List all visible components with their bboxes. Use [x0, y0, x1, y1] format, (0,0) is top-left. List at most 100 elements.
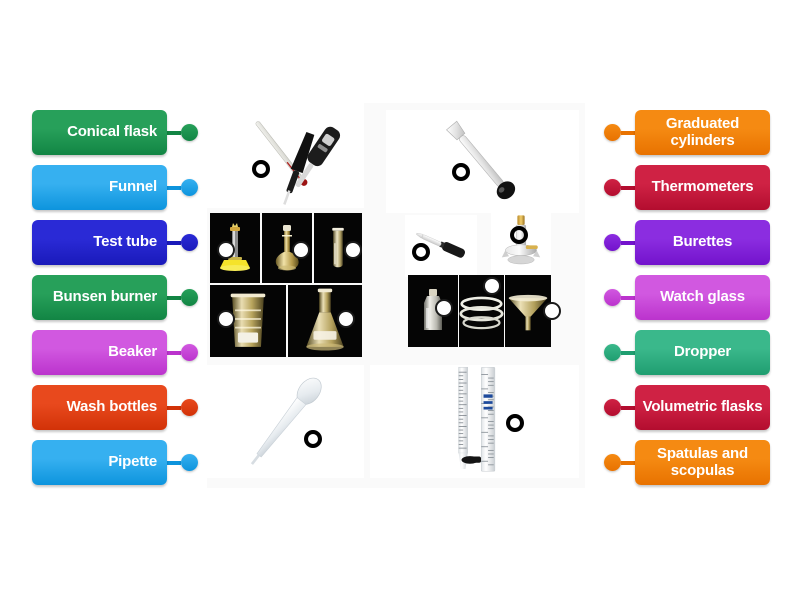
label-row-pipette[interactable]: Pipette: [32, 440, 198, 485]
marker-spatula[interactable]: [452, 163, 470, 181]
marker-test-tube[interactable]: [344, 241, 362, 259]
connector-knob-icon[interactable]: [181, 289, 198, 306]
label-row-dropper[interactable]: Dropper: [604, 330, 770, 375]
label-chip-test-tube[interactable]: Test tube: [32, 220, 167, 265]
connector-stem: [167, 350, 181, 355]
connector-stem: [621, 350, 635, 355]
connector-knob-icon[interactable]: [604, 399, 621, 416]
connector-funnel[interactable]: [167, 179, 198, 197]
label-chip-funnel[interactable]: Funnel: [32, 165, 167, 210]
label-chip-burettes[interactable]: Burettes: [635, 220, 770, 265]
connector-burettes[interactable]: [604, 234, 635, 252]
marker-thermometers[interactable]: [252, 160, 270, 178]
marker-conical-flask[interactable]: [337, 310, 355, 328]
label-text: Wash bottles: [66, 398, 158, 416]
label-text: Funnel: [109, 178, 157, 196]
label-row-burettes[interactable]: Burettes: [604, 220, 770, 265]
thermometers-photo: [207, 103, 364, 208]
connector-knob-icon[interactable]: [181, 234, 198, 251]
label-row-bunsen-burner[interactable]: Bunsen burner: [32, 275, 198, 320]
marker-bunsen-burner[interactable]: [217, 241, 235, 259]
label-row-volumetric-flasks[interactable]: Volumetric flasks: [604, 385, 770, 430]
connector-stem: [621, 295, 635, 300]
connector-graduated-cylinders[interactable]: [604, 124, 635, 142]
label-text: Conical flask: [67, 123, 157, 141]
label-chip-spatulas-and-scopulas[interactable]: Spatulas and scopulas: [635, 440, 770, 485]
marker-dropper[interactable]: [412, 243, 430, 261]
label-row-graduated-cylinders[interactable]: Graduated cylinders: [604, 110, 770, 155]
label-row-funnel[interactable]: Funnel: [32, 165, 198, 210]
label-row-test-tube[interactable]: Test tube: [32, 220, 198, 265]
wash-bottle-photo: [408, 275, 458, 347]
connector-stem: [621, 405, 635, 410]
label-chip-wash-bottles[interactable]: Wash bottles: [32, 385, 167, 430]
marker-burette[interactable]: [506, 414, 524, 432]
label-chip-conical-flask[interactable]: Conical flask: [32, 110, 167, 155]
connector-watch-glass[interactable]: [604, 289, 635, 307]
connector-stem: [621, 460, 635, 465]
label-row-wash-bottles[interactable]: Wash bottles: [32, 385, 198, 430]
label-row-watch-glass[interactable]: Watch glass: [604, 275, 770, 320]
connector-beaker[interactable]: [167, 344, 198, 362]
label-row-beaker[interactable]: Beaker: [32, 330, 198, 375]
label-row-spatulas-and-scopulas[interactable]: Spatulas and scopulas: [604, 440, 770, 485]
label-chip-pipette[interactable]: Pipette: [32, 440, 167, 485]
connector-knob-icon[interactable]: [181, 124, 198, 141]
label-text: Graduated cylinders: [665, 115, 740, 149]
label-text: Bunsen burner: [52, 288, 157, 306]
label-chip-volumetric-flasks[interactable]: Volumetric flasks: [635, 385, 770, 430]
label-chip-beaker[interactable]: Beaker: [32, 330, 167, 375]
connector-knob-icon[interactable]: [604, 454, 621, 471]
connector-thermometers[interactable]: [604, 179, 635, 197]
label-chip-thermometers[interactable]: Thermometers: [635, 165, 770, 210]
connector-stem: [167, 130, 181, 135]
connector-stem: [621, 130, 635, 135]
connector-stem: [621, 185, 635, 190]
connector-knob-icon[interactable]: [181, 454, 198, 471]
diagram-image-panel: [207, 103, 585, 488]
connector-knob-icon[interactable]: [604, 234, 621, 251]
label-text: Burettes: [672, 233, 733, 251]
connector-stem: [167, 295, 181, 300]
marker-pipette[interactable]: [304, 430, 322, 448]
label-row-thermometers[interactable]: Thermometers: [604, 165, 770, 210]
connector-knob-icon[interactable]: [604, 179, 621, 196]
connector-wash-bottles[interactable]: [167, 399, 198, 417]
marker-burner-head[interactable]: [510, 226, 528, 244]
spatula-photo: [386, 110, 579, 213]
marker-beaker[interactable]: [217, 310, 235, 328]
label-text: Thermometers: [651, 178, 754, 196]
connector-stem: [167, 185, 181, 190]
marker-funnel[interactable]: [543, 302, 561, 320]
marker-volumetric-flask[interactable]: [292, 241, 310, 259]
label-row-conical-flask[interactable]: Conical flask: [32, 110, 198, 155]
connector-stem: [621, 240, 635, 245]
marker-watch-glass[interactable]: [483, 277, 501, 295]
label-text: Dropper: [674, 343, 731, 361]
connector-knob-icon[interactable]: [604, 344, 621, 361]
conical-flask-photo: [288, 285, 362, 357]
label-chip-graduated-cylinders[interactable]: Graduated cylinders: [635, 110, 770, 155]
connector-knob-icon[interactable]: [604, 124, 621, 141]
connector-bunsen-burner[interactable]: [167, 289, 198, 307]
label-chip-watch-glass[interactable]: Watch glass: [635, 275, 770, 320]
connector-knob-icon[interactable]: [181, 344, 198, 361]
connector-conical-flask[interactable]: [167, 124, 198, 142]
connector-knob-icon[interactable]: [604, 289, 621, 306]
connector-volumetric-flasks[interactable]: [604, 399, 635, 417]
label-chip-bunsen-burner[interactable]: Bunsen burner: [32, 275, 167, 320]
label-chip-dropper[interactable]: Dropper: [635, 330, 770, 375]
connector-pipette[interactable]: [167, 454, 198, 472]
connector-test-tube[interactable]: [167, 234, 198, 252]
burette-graduated-photo: [370, 365, 579, 478]
bunsen-burner-photo: [210, 213, 260, 283]
label-text: Test tube: [93, 233, 157, 251]
marker-wash-bottle[interactable]: [435, 299, 453, 317]
connector-knob-icon[interactable]: [181, 179, 198, 196]
beaker-photo: [210, 285, 286, 357]
connector-stem: [167, 460, 181, 465]
connector-spatulas-and-scopulas[interactable]: [604, 454, 635, 472]
connector-knob-icon[interactable]: [181, 399, 198, 416]
label-text: Beaker: [108, 343, 157, 361]
connector-dropper[interactable]: [604, 344, 635, 362]
